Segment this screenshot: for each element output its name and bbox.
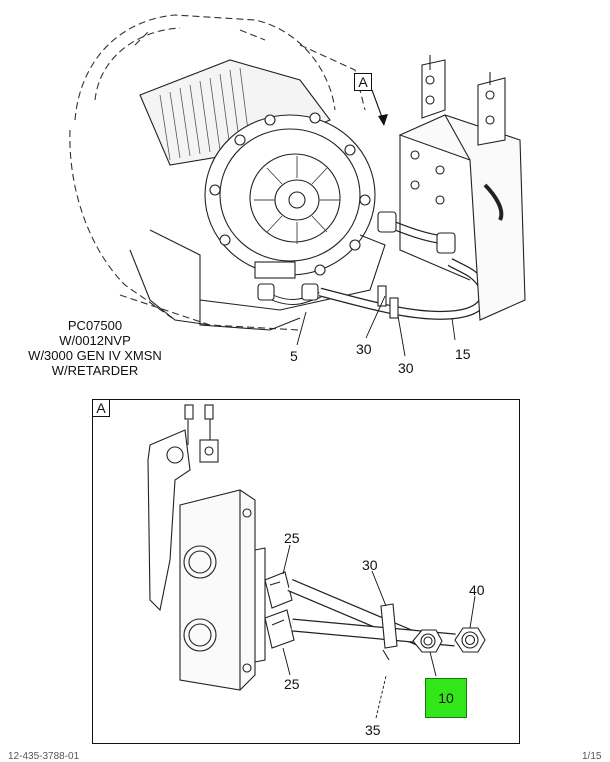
callout-15: 15 xyxy=(455,346,471,362)
caption-line-4: W/RETARDER xyxy=(51,363,139,378)
detail-view-frame xyxy=(92,399,520,744)
footer-page: 1/15 xyxy=(582,751,602,762)
detail-view-tag: A xyxy=(92,399,110,417)
callout-30-upper-b: 30 xyxy=(398,360,414,376)
highlighted-callout-10[interactable]: 10 xyxy=(425,678,467,718)
callout-25-lower: 25 xyxy=(284,676,300,692)
footer-doc-number: 12-435-3788-01 xyxy=(8,751,80,762)
caption-line-1: PC07500 xyxy=(67,318,123,333)
transmission-assembly-drawing xyxy=(69,14,526,357)
callout-5: 5 xyxy=(290,348,298,364)
view-a-tag: A xyxy=(354,73,372,91)
caption-line-2: W/0012NVP xyxy=(59,333,131,348)
callout-35: 35 xyxy=(365,722,381,738)
callout-25-upper: 25 xyxy=(284,530,300,546)
callout-30-upper-a: 30 xyxy=(356,341,372,357)
caption-line-3: W/3000 GEN IV XMSN xyxy=(28,348,162,363)
callout-30-detail: 30 xyxy=(362,557,378,573)
callout-40: 40 xyxy=(469,582,485,598)
applicability-caption: PC07500 W/0012NVP W/3000 GEN IV XMSN W/R… xyxy=(25,318,165,378)
